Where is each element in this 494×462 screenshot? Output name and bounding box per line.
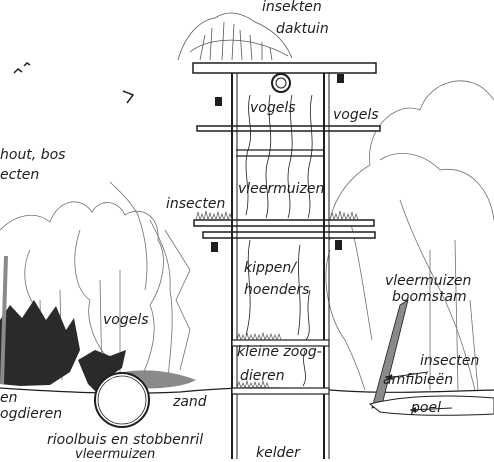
label-birds-left: vogels <box>103 312 149 328</box>
label-bats-right: vleermuizen <box>385 273 472 289</box>
label-birds-outer: vogels <box>333 107 379 123</box>
pond-icon <box>368 395 494 416</box>
label-amphibians: amfibieën <box>383 372 454 388</box>
label-chickens-line1: kippen/ <box>244 260 296 276</box>
label-wood-forest: hout, bos <box>0 147 66 163</box>
label-sand: zand <box>173 394 207 410</box>
nest-box-icon <box>211 242 218 252</box>
right-forest-trees-icon <box>325 80 494 391</box>
tower-structure <box>192 62 381 459</box>
flying-birds-icon <box>13 62 135 104</box>
label-cellar: kelder <box>256 445 300 461</box>
right-arrow <box>385 371 429 379</box>
ledge-grass-icon <box>195 210 359 390</box>
nest-box-icon <box>215 97 222 106</box>
roof-opening-icon <box>271 73 291 93</box>
label-sewer-pipe: rioolbuis en stobbenril <box>47 432 204 448</box>
label-small-mammals-1: kleine zoog- <box>237 344 322 360</box>
label-left-cut-1: en <box>0 390 18 406</box>
label-insects-right: insecten <box>420 353 480 369</box>
label-insects-left: insecten <box>166 196 226 212</box>
label-roof-garden: daktuin <box>276 21 329 37</box>
sewer-pipe-icon <box>94 372 150 428</box>
bat-strands <box>245 94 313 387</box>
label-tree-trunk: boomstam <box>392 289 467 305</box>
label-sewer-bats: vleermuizen <box>75 447 156 462</box>
label-bats-mid: vleermuizen <box>238 181 325 197</box>
stump-pile-icon <box>0 300 196 396</box>
label-birds-inner: vogels <box>250 100 296 116</box>
label-left-cut-2: ogdieren <box>0 406 63 422</box>
pond-arrow <box>409 407 453 411</box>
label-roof-insects: insekten <box>262 0 322 15</box>
label-chickens-line2: hoenders <box>244 282 310 298</box>
label-small-mammals-2: dieren <box>240 368 285 384</box>
nest-box-icon <box>335 240 342 250</box>
roof-garden-shrub-icon <box>177 12 293 61</box>
nest-box-icon <box>337 74 344 83</box>
standing-pole <box>0 255 8 385</box>
left-forest-trees-icon <box>0 181 191 381</box>
label-insects-topleft: ecten <box>0 167 40 183</box>
label-pond: poel <box>411 400 441 416</box>
